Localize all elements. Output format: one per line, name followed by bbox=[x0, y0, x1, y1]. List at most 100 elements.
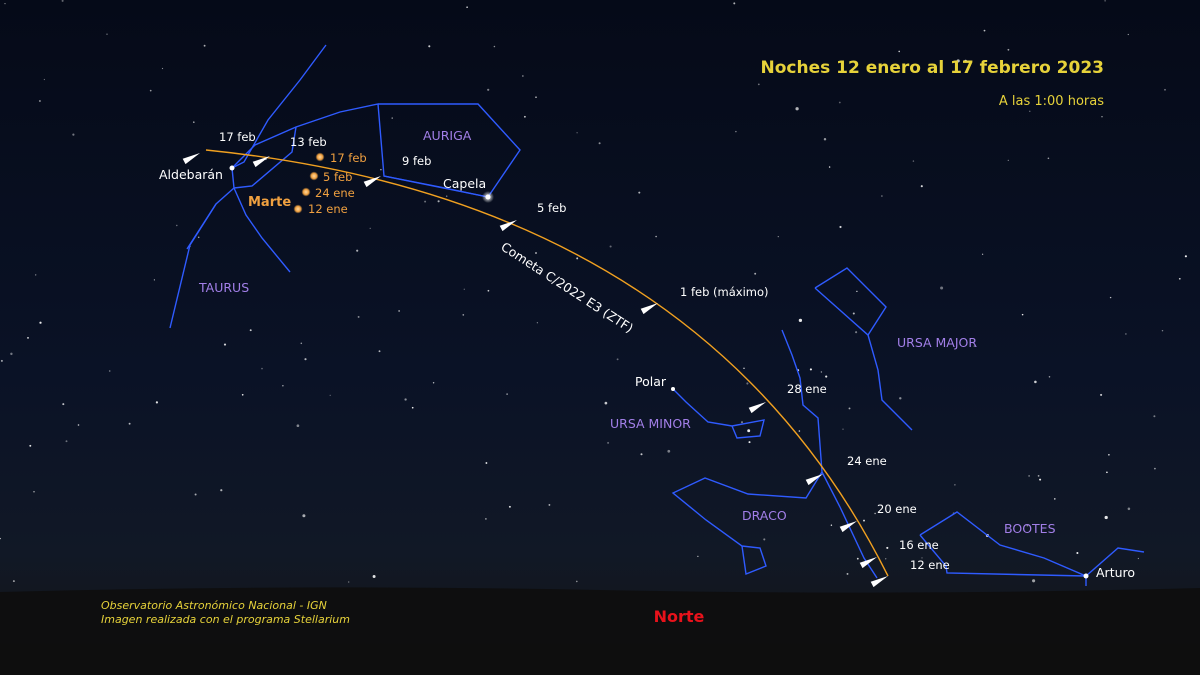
background-star bbox=[820, 371, 823, 373]
background-star bbox=[885, 558, 887, 560]
background-star bbox=[4, 2, 6, 5]
background-star bbox=[404, 398, 407, 401]
background-star bbox=[964, 59, 967, 63]
background-star bbox=[485, 518, 487, 520]
background-star bbox=[846, 572, 849, 575]
background-star bbox=[1104, 0, 1106, 2]
background-star bbox=[881, 195, 883, 197]
background-star bbox=[506, 393, 508, 395]
background-star bbox=[863, 519, 865, 522]
background-star bbox=[398, 310, 400, 312]
mars-label: Marte bbox=[248, 195, 291, 210]
background-star bbox=[616, 358, 619, 361]
background-star bbox=[35, 274, 37, 276]
background-star bbox=[848, 461, 851, 464]
background-star bbox=[508, 505, 511, 508]
star-label-capela: Capela bbox=[443, 176, 486, 191]
background-star bbox=[598, 142, 601, 145]
background-star bbox=[10, 352, 13, 356]
background-star bbox=[357, 315, 360, 318]
background-star bbox=[65, 440, 68, 443]
background-star bbox=[193, 121, 195, 123]
background-star bbox=[1106, 471, 1108, 474]
background-star bbox=[487, 289, 490, 292]
background-star bbox=[282, 385, 284, 387]
star-label-polar: Polar bbox=[635, 374, 667, 389]
comet-markers bbox=[182, 153, 888, 588]
background-star bbox=[856, 557, 859, 560]
background-star bbox=[194, 493, 197, 496]
background-star bbox=[1072, 68, 1074, 70]
background-star bbox=[38, 100, 41, 102]
background-star bbox=[856, 290, 858, 293]
background-star bbox=[757, 83, 760, 86]
background-star bbox=[1039, 478, 1042, 481]
background-star bbox=[61, 0, 64, 2]
background-star bbox=[920, 185, 923, 188]
arturo-star bbox=[1083, 573, 1089, 579]
background-star bbox=[197, 236, 200, 239]
background-star bbox=[445, 195, 448, 197]
comet-date-label: 5 feb bbox=[537, 201, 566, 215]
background-star bbox=[825, 375, 828, 378]
background-star bbox=[466, 6, 468, 9]
background-star bbox=[1153, 415, 1156, 418]
draco-lines bbox=[671, 329, 878, 579]
background-star bbox=[12, 580, 15, 583]
background-star bbox=[763, 538, 766, 541]
background-star bbox=[1104, 515, 1108, 520]
background-star bbox=[655, 235, 657, 238]
background-star bbox=[604, 401, 608, 405]
credit-line-2: Imagen realizada con el programa Stellar… bbox=[101, 613, 350, 626]
constellation-label-ursa-major: URSA MAJOR bbox=[897, 335, 977, 350]
background-star bbox=[940, 286, 944, 290]
background-star bbox=[424, 200, 427, 203]
comet-date-label: 17 feb bbox=[219, 130, 256, 144]
background-star bbox=[1154, 467, 1156, 470]
background-star bbox=[1164, 88, 1166, 91]
background-star bbox=[735, 130, 737, 133]
background-star bbox=[1127, 33, 1129, 36]
comet-date-label: 24 ene bbox=[847, 454, 887, 468]
background-star bbox=[300, 342, 303, 345]
background-star bbox=[823, 138, 827, 141]
background-star bbox=[437, 200, 440, 203]
background-star bbox=[348, 581, 350, 583]
background-star bbox=[607, 441, 610, 444]
comet-date-label: 9 feb bbox=[402, 154, 431, 168]
comet-date-label: 20 ene bbox=[877, 502, 917, 516]
background-star bbox=[535, 252, 537, 254]
background-star bbox=[795, 107, 799, 111]
background-star bbox=[609, 245, 612, 248]
background-star bbox=[912, 160, 915, 162]
background-star bbox=[33, 491, 35, 493]
background-star bbox=[697, 555, 699, 558]
background-star bbox=[576, 132, 578, 134]
background-star bbox=[1108, 453, 1110, 456]
background-star bbox=[1100, 393, 1103, 396]
background-star bbox=[575, 580, 578, 583]
background-star bbox=[432, 382, 435, 384]
background-star bbox=[261, 367, 263, 370]
background-star bbox=[956, 59, 960, 63]
background-star bbox=[1076, 551, 1079, 555]
background-star bbox=[106, 33, 108, 35]
background-star bbox=[536, 322, 539, 324]
background-star bbox=[981, 253, 984, 255]
chart-title: Noches 12 enero al 17 febrero 2023 bbox=[761, 58, 1104, 78]
background-star bbox=[1048, 376, 1051, 378]
ursa-major-lines bbox=[814, 267, 913, 431]
background-star bbox=[1028, 475, 1030, 477]
capela-star bbox=[485, 194, 491, 200]
constellation-label-ursa-minor: URSA MINOR bbox=[610, 416, 691, 431]
background-star bbox=[1125, 333, 1127, 335]
background-stars bbox=[0, 0, 1187, 583]
constellation-label-bootes: BOOTES bbox=[1004, 521, 1056, 536]
background-star bbox=[463, 288, 465, 290]
background-star bbox=[1047, 157, 1050, 160]
background-star bbox=[747, 429, 751, 433]
background-star bbox=[128, 422, 131, 425]
background-star bbox=[640, 453, 643, 456]
background-star bbox=[1029, 110, 1031, 112]
background-star bbox=[667, 449, 671, 453]
